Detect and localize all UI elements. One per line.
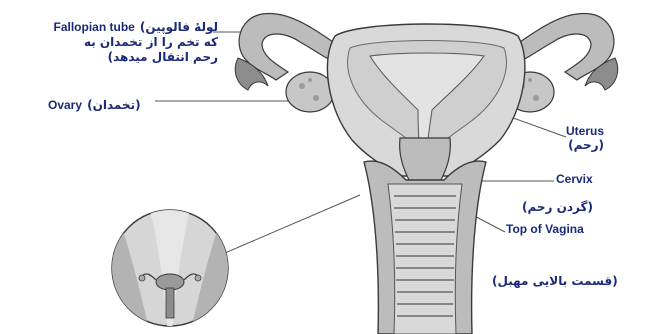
ovary-label: Ovary (تخمدان) — [48, 94, 141, 113]
vagina-label: Top of Vagina — [506, 222, 584, 236]
ovary-label-fa: (تخمدان) — [87, 98, 140, 112]
fallopian-tube-label-en: Fallopian tube — [53, 20, 134, 34]
uterus-label-fa: (رحم) — [566, 138, 604, 152]
inset-circle — [112, 200, 228, 334]
vagina-label-fa: (قسمت بالایی مهبل) — [492, 274, 618, 288]
fallopian-tube-label-fa-line3: رحم انتقال میدهد) — [18, 50, 218, 64]
uterus-label-en: Uterus — [566, 124, 604, 138]
cervix-label: Cervix — [556, 172, 593, 186]
cervix-label-fa-wrap: (گردن رحم) — [522, 196, 593, 215]
fallopian-tube-label: Fallopian tube (لولهٔ فالوپین که تخم را … — [18, 16, 218, 64]
vaginal-canal — [388, 184, 462, 334]
vagina-label-fa-wrap: (قسمت بالایی مهبل) — [492, 270, 618, 289]
cervix-label-en: Cervix — [556, 172, 593, 186]
cervix-shape — [400, 138, 451, 182]
fallopian-tube-label-fa-line1: (لولهٔ فالوپین — [140, 20, 218, 34]
fallopian-tube-label-fa-line2: که تخم را از تخمدان به — [18, 35, 218, 49]
uterus-label: Uterus (رحم) — [566, 124, 604, 153]
cervix-label-fa: (گردن رحم) — [522, 200, 593, 214]
ovary-label-en: Ovary — [48, 98, 82, 112]
vagina-label-en: Top of Vagina — [506, 222, 584, 236]
